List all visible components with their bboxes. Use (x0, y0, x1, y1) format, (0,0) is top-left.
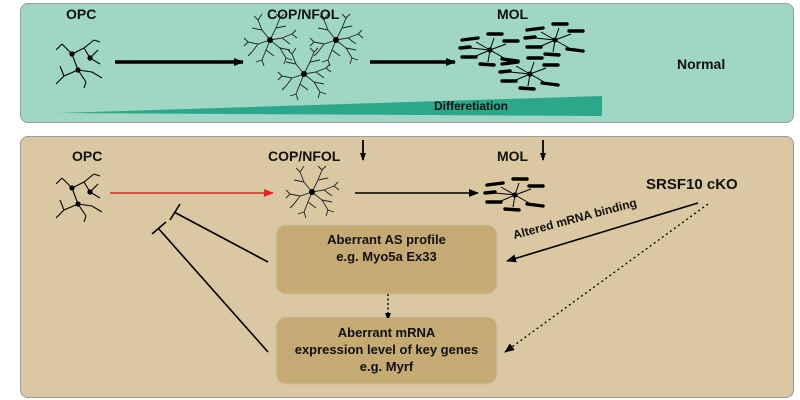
nfol-cell-cko (285, 165, 340, 219)
aberrant-expression-title: Aberrant mRNA (337, 325, 436, 340)
mol-cell-normal-1 (458, 32, 520, 67)
mol-cell-normal-3 (498, 56, 560, 91)
aberrant-expression-subtitle: expression level of key genes (294, 342, 479, 357)
mol-cell-normal-2 (523, 22, 585, 57)
aberrant-as-example: e.g. Myo5a Ex33 (336, 249, 437, 264)
differentiation-gradient (58, 96, 602, 116)
mol-cell-cko (483, 177, 545, 212)
aberrant-expression-box: Aberrant mRNA expression level of key ge… (277, 318, 496, 383)
aberrant-expression-example: e.g. Myrf (359, 359, 414, 374)
normal-cop-nfol-label: COP/NFOL (267, 6, 340, 22)
opc-cell-cko (55, 173, 103, 223)
normal-condition-label: Normal (677, 56, 726, 72)
srsf10-cko-label: SRSF10 cKO (646, 176, 738, 193)
nfol-cell-normal-3 (277, 47, 332, 101)
differentiation-label: Differetiation (434, 99, 509, 113)
normal-mol-label: MOL (497, 6, 529, 22)
aberrant-as-title: Aberrant AS profile (327, 232, 446, 247)
opc-cell-normal (55, 39, 103, 89)
inhibition-line-as (169, 203, 269, 263)
normal-opc-label: OPC (66, 6, 97, 22)
arrow-cko-to-as (506, 202, 699, 263)
arrow-cko-to-expr (504, 203, 709, 353)
cko-mol-label: MOL (497, 148, 529, 164)
aberrant-as-box: Aberrant AS profile e.g. Myo5a Ex33 (277, 226, 496, 293)
inhibition-line-expr (151, 221, 269, 353)
cko-opc-label: OPC (72, 148, 103, 164)
cko-cop-nfol-label: COP/NFOL (268, 148, 341, 164)
